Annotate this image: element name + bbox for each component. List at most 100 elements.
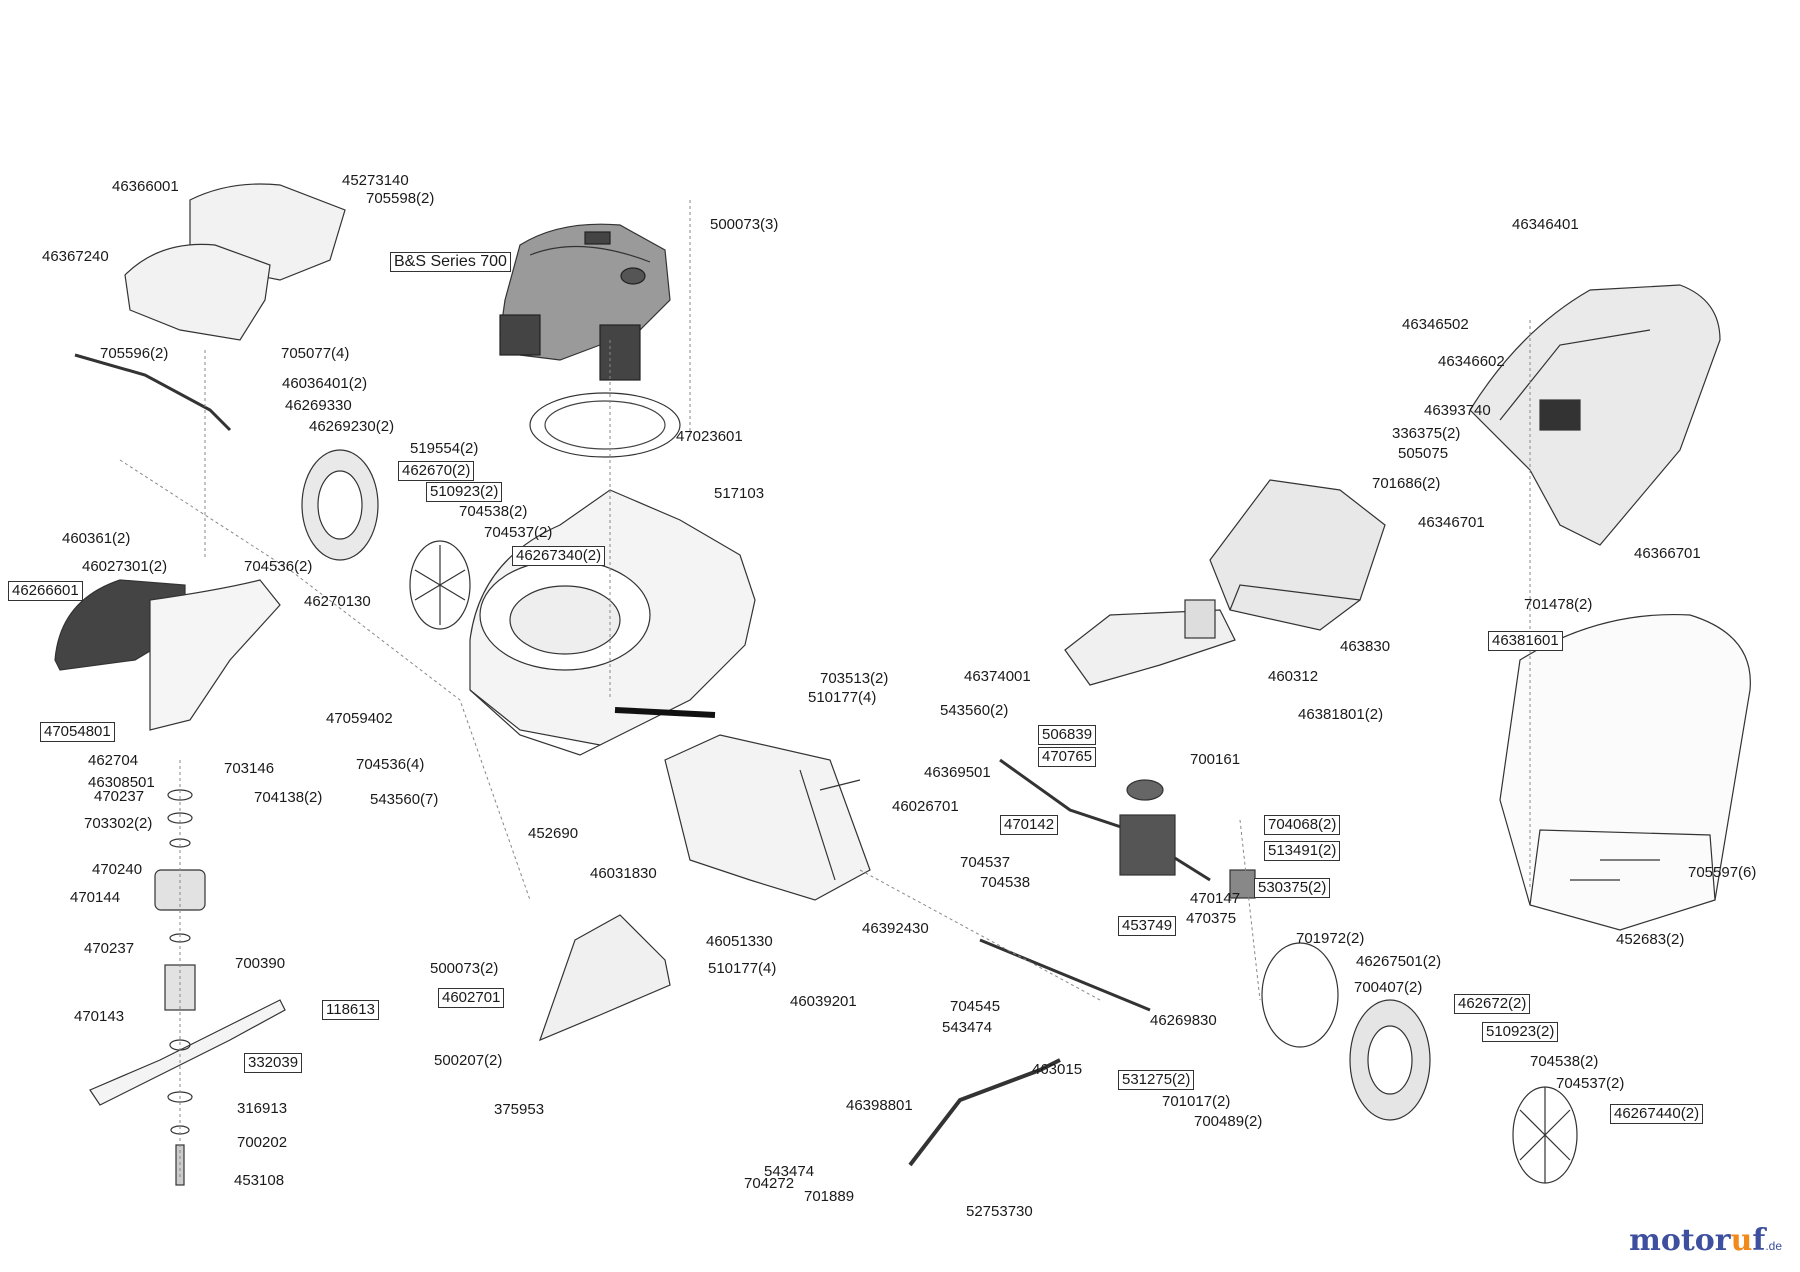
- part-label-p77: 701017(2): [1162, 1093, 1231, 1110]
- part-label-p10: 519554(2): [410, 440, 479, 457]
- part-label-p39: 47023601: [676, 428, 743, 445]
- discharge-chute-part: [1064, 599, 1236, 686]
- part-label-p106: 705597(6): [1688, 864, 1757, 881]
- part-label-p53: 510177(4): [708, 960, 777, 977]
- part-label-p75: 463015: [1032, 1061, 1083, 1078]
- part-label-p6: 705077(4): [281, 345, 350, 362]
- part-label-p29: 470144: [70, 889, 121, 906]
- mulch-plug-part: [538, 914, 671, 1042]
- part-label-p18: 704536(2): [244, 558, 313, 575]
- part-label-p85: 46267501(2): [1356, 953, 1442, 970]
- gearbox-part: [999, 758, 1256, 899]
- part-label-p67: 704538: [980, 874, 1031, 891]
- side-discharge-part: [54, 579, 281, 731]
- part-label-p98: 701686(2): [1372, 475, 1441, 492]
- part-label-p87: 462672(2): [1454, 994, 1531, 1014]
- part-label-p68: 530375(2): [1254, 878, 1331, 898]
- part-label-p48: 46026701: [892, 798, 959, 815]
- part-label-p47: 46369501: [924, 764, 991, 781]
- part-label-p96: 336375(2): [1392, 425, 1461, 442]
- part-label-p65: 513491(2): [1264, 841, 1341, 861]
- part-label-p60: 506839: [1038, 725, 1097, 745]
- part-label-p59: 46374001: [964, 668, 1031, 685]
- part-label-p23: 703146: [224, 760, 275, 777]
- part-label-p9: 46269230(2): [309, 418, 395, 435]
- part-label-p12: 510923(2): [426, 482, 503, 502]
- part-label-p52: 46392430: [862, 920, 929, 937]
- part-label-p3: 705598(2): [366, 190, 435, 207]
- part-label-p27: 703302(2): [84, 815, 153, 832]
- part-label-p62: 700161: [1190, 751, 1241, 768]
- front-axle-part: [74, 353, 232, 432]
- part-label-p34: 332039: [244, 1053, 303, 1073]
- engine-part: [499, 223, 671, 381]
- part-label-p22: 462704: [88, 752, 139, 769]
- part-label-p79: 46398801: [846, 1097, 913, 1114]
- part-label-p84: 701972(2): [1296, 930, 1365, 947]
- rear-axle-part: [979, 938, 1151, 1012]
- watermark-tail: f: [1752, 1223, 1766, 1258]
- part-label-p100: 46366701: [1634, 545, 1701, 562]
- grass-box-lid-part: [1469, 284, 1721, 546]
- part-label-p104: 460312: [1268, 668, 1319, 685]
- front-cover-part: [124, 183, 346, 341]
- part-label-p105: 46381801(2): [1298, 706, 1384, 723]
- part-label-p54: 46039201: [790, 993, 857, 1010]
- part-label-p93: 46346502: [1402, 316, 1469, 333]
- part-label-p81: 704272: [744, 1175, 795, 1192]
- part-label-p89: 704538(2): [1530, 1053, 1599, 1070]
- part-label-p28: 470240: [92, 861, 143, 878]
- part-label-p41: 703513(2): [820, 670, 889, 687]
- watermark-accent: u: [1730, 1223, 1753, 1258]
- part-label-p14: 704537(2): [484, 524, 553, 541]
- part-label-p24: 46308501: [88, 774, 155, 791]
- part-label-p46: 543560(7): [370, 791, 439, 808]
- part-label-p83: 52753730: [966, 1203, 1033, 1220]
- part-label-p99: 46346701: [1418, 514, 1485, 531]
- grass-box-part: [1499, 613, 1751, 931]
- part-label-p37: 453108: [234, 1172, 285, 1189]
- rear-flap-part: [1209, 479, 1386, 631]
- part-label-p107: 452683(2): [1616, 931, 1685, 948]
- part-label-p44: 47059402: [326, 710, 393, 727]
- part-label-p5: 705596(2): [100, 345, 169, 362]
- part-label-p82: 701889: [804, 1188, 855, 1205]
- part-label-p80: 543474: [764, 1163, 815, 1180]
- part-label-p21: 47054801: [40, 722, 115, 742]
- part-label-p16: 460361(2): [62, 530, 131, 547]
- part-label-p70: 453749: [1118, 916, 1177, 936]
- part-label-p49: 452690: [528, 825, 579, 842]
- part-label-p74: 46269830: [1150, 1012, 1217, 1029]
- part-label-p61: 470765: [1038, 747, 1097, 767]
- part-label-p57: 500207(2): [434, 1052, 503, 1069]
- part-label-p58: 375953: [494, 1101, 545, 1118]
- part-label-p43: 543560(2): [940, 702, 1009, 719]
- front-wheel-part: [301, 449, 471, 630]
- part-label-p1: 46366001: [112, 178, 179, 195]
- part-label-p101: 701478(2): [1524, 596, 1593, 613]
- rear-skirt-part: [664, 734, 871, 901]
- part-label-p78: 700489(2): [1194, 1113, 1263, 1130]
- part-label-p95: 46393740: [1424, 402, 1491, 419]
- part-label-p40: 517103: [714, 485, 765, 502]
- part-label-p20: 46270130: [304, 593, 371, 610]
- part-label-p33: 118613: [322, 1000, 379, 1020]
- part-label-p38: 500073(3): [710, 216, 779, 233]
- guide-lines: [119, 200, 1531, 1180]
- part-label-p32: 470143: [74, 1008, 125, 1025]
- part-label-p11: 462670(2): [398, 461, 475, 481]
- blade-adapter-part: [154, 789, 206, 1186]
- gasket-ring: [529, 392, 681, 458]
- part-label-p19: 46266601: [8, 581, 83, 601]
- part-label-p55: 500073(2): [430, 960, 499, 977]
- part-label-p42: 510177(4): [808, 689, 877, 706]
- part-label-p26: 470237: [94, 788, 145, 805]
- part-label-p30: 470237: [84, 940, 135, 957]
- part-label-p92: 46346401: [1512, 216, 1579, 233]
- part-label-p94: 46346602: [1438, 353, 1505, 370]
- part-label-p51: 46051330: [706, 933, 773, 950]
- part-label-p91: 46267440(2): [1610, 1104, 1704, 1124]
- part-label-p63: 470142: [1000, 815, 1059, 835]
